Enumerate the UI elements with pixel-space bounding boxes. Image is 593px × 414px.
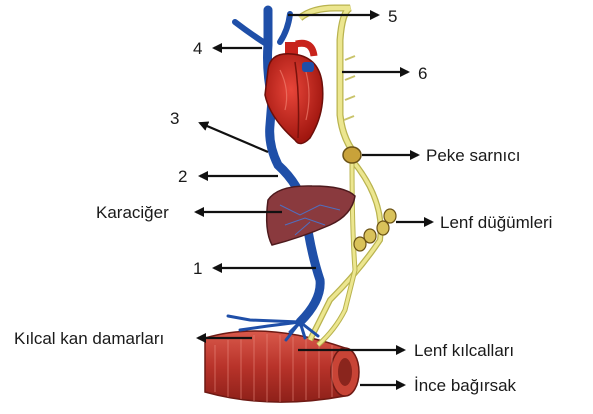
label-ince-bagirsak: İnce bağırsak (414, 376, 517, 395)
label-peke-sarnici: Peke sarnıcı (426, 146, 521, 165)
label-kilcal-kan-damarlari: Kılcal kan damarları (14, 329, 164, 348)
small-intestine (205, 331, 359, 402)
label-2: 2 (178, 167, 187, 186)
label-5: 5 (388, 7, 397, 26)
label-1: 1 (193, 259, 202, 278)
label-lenf-kilcallari: Lenf kılcalları (414, 341, 514, 360)
label-4: 4 (193, 39, 202, 58)
lymph-vessel (300, 8, 381, 345)
label-6: 6 (418, 64, 427, 83)
label-karaciger: Karaciğer (96, 203, 169, 222)
label-3: 3 (170, 109, 179, 128)
label-lenf-dugumleri: Lenf düğümleri (440, 213, 552, 232)
